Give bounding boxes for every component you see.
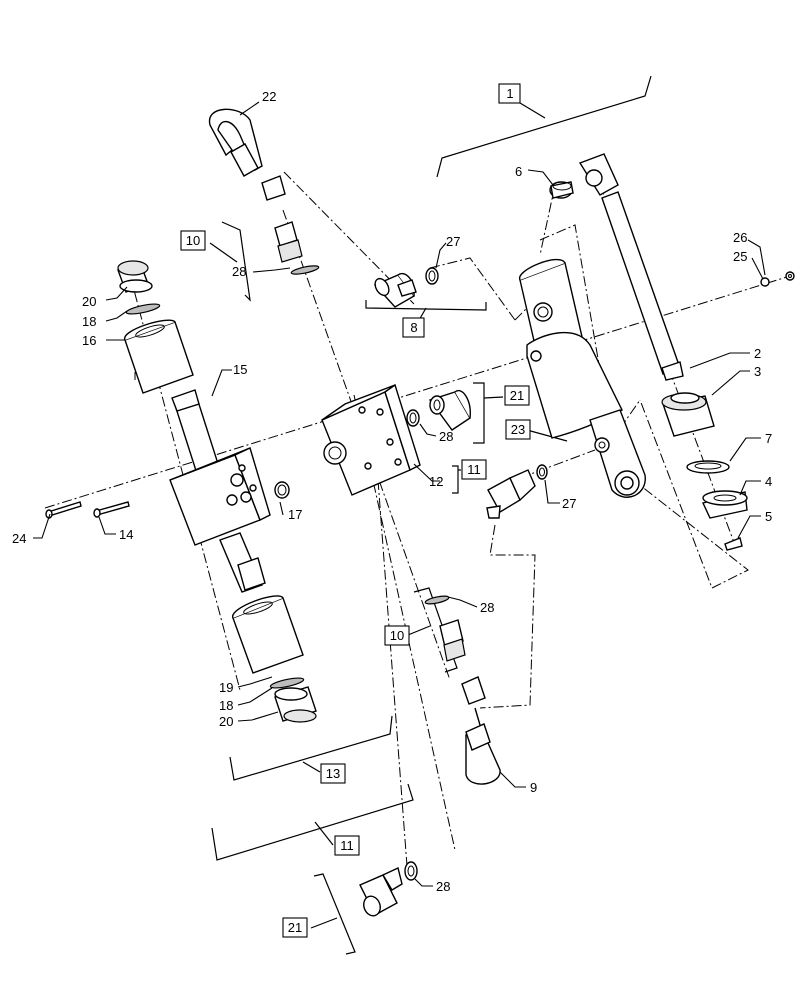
- o-ring-18-a: [125, 303, 161, 315]
- callout-16: 16: [82, 333, 96, 348]
- boxed-callouts: 1 10 8 21 23 11 10 13 11 21: [180, 83, 531, 938]
- callout-box-13: [320, 763, 346, 784]
- gland-nut-3: [661, 392, 715, 437]
- callout-label-23: 23: [511, 422, 525, 437]
- centerlines: [44, 171, 791, 867]
- solenoid-coil-16: [124, 319, 194, 394]
- bolt-14: [93, 501, 130, 518]
- cap-20-lower: [274, 686, 317, 723]
- callout-box-10-upper: [180, 230, 206, 251]
- callout-label-13: 13: [326, 766, 340, 781]
- cap-20-upper: [117, 260, 153, 293]
- elbow-23: [486, 469, 536, 519]
- piston-rod: [578, 153, 684, 381]
- callout-box-21-lower: [282, 917, 308, 938]
- callout-label-11-lower: 11: [340, 838, 354, 853]
- valve-body: [169, 447, 271, 546]
- callout-27-lower: 27: [562, 496, 576, 511]
- callout-box-8: [402, 317, 425, 338]
- callout-27-upper: 27: [446, 234, 460, 249]
- elbow-8: [373, 272, 417, 308]
- o-ring-28-a: [290, 265, 320, 275]
- callout-box-1: [498, 83, 521, 104]
- callout-20-lower: 20: [219, 714, 233, 729]
- piston-4: [702, 490, 748, 519]
- callout-label-8: 8: [410, 320, 417, 335]
- callout-15: 15: [233, 362, 247, 377]
- callout-label-11-upper: 11: [467, 462, 481, 477]
- callout-24: 24: [12, 531, 26, 546]
- bushing-6: [549, 181, 574, 199]
- callout-18-lower: 18: [219, 698, 233, 713]
- leader-lines: [33, 101, 766, 887]
- callout-28-upper: 28: [232, 264, 246, 279]
- callout-28-lower-mid: 28: [480, 600, 494, 615]
- o-ring-17: [274, 481, 290, 499]
- o-ring-18-b: [269, 677, 305, 689]
- callout-14: 14: [119, 527, 133, 542]
- hydraulic-tube-9: [461, 676, 501, 785]
- callout-label-21-upper: 21: [510, 388, 524, 403]
- callout-7: 7: [765, 431, 772, 446]
- nut-25-26: [760, 271, 795, 287]
- callout-26: 26: [733, 230, 747, 245]
- callout-6: 6: [515, 164, 522, 179]
- callout-box-11-upper: [461, 459, 487, 480]
- o-ring-27-b: [536, 464, 548, 480]
- callout-25: 25: [733, 249, 747, 264]
- callout-28-manifold: 28: [439, 429, 453, 444]
- callout-20-upper: 20: [82, 294, 96, 309]
- callout-box-11-lower: [334, 835, 360, 856]
- o-ring-28-d: [404, 861, 418, 881]
- ring-7: [686, 460, 730, 474]
- o-ring-28-c: [424, 595, 450, 605]
- callout-label-10-upper: 10: [186, 233, 200, 248]
- callout-5: 5: [765, 509, 772, 524]
- brackets: [209, 75, 652, 955]
- callout-box-23: [505, 419, 531, 440]
- bolt-24: [45, 501, 82, 519]
- set-screw-5: [724, 537, 743, 551]
- callout-label-1: 1: [506, 86, 513, 101]
- callout-numbers: 22 6 27 26 25 28 20 18 16 15 2 3 28 7 12…: [12, 89, 772, 894]
- valve-stem-lower: [219, 532, 266, 593]
- callout-9: 9: [530, 780, 537, 795]
- callout-label-21-lower: 21: [288, 920, 302, 935]
- cylinder-barrel: [519, 258, 646, 498]
- callout-box-10-lower: [384, 625, 410, 646]
- callout-12: 12: [429, 474, 443, 489]
- o-ring-27-a: [425, 267, 439, 285]
- callout-19: 19: [219, 680, 233, 695]
- callout-label-10-lower: 10: [390, 628, 404, 643]
- callout-4: 4: [765, 474, 772, 489]
- elbow-21-lower: [359, 867, 403, 917]
- fitting-10-upper: [274, 221, 303, 263]
- valve-stem-15: [171, 389, 221, 478]
- o-ring-28-b: [406, 409, 420, 427]
- callout-22: 22: [262, 89, 276, 104]
- fitting-10-lower: [439, 619, 466, 662]
- solenoid-coil-19: [232, 595, 304, 674]
- callout-3: 3: [754, 364, 761, 379]
- callout-2: 2: [754, 346, 761, 361]
- manifold-block-12: [321, 383, 421, 496]
- hydraulic-tube-22: [209, 108, 286, 201]
- callout-box-21-upper: [504, 385, 530, 406]
- callout-28-lower: 28: [436, 879, 450, 894]
- callout-17: 17: [288, 507, 302, 522]
- elbow-21-upper: [428, 389, 471, 431]
- callout-18-upper: 18: [82, 314, 96, 329]
